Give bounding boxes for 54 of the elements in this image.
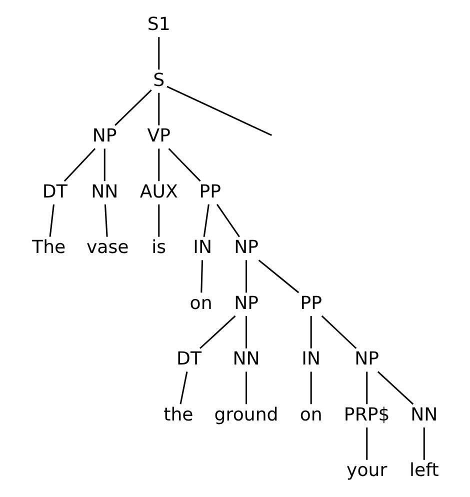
node-text: NP: [234, 237, 259, 258]
connector: [180, 372, 188, 404]
node-text: S1: [147, 14, 170, 36]
connector: [310, 372, 312, 404]
node-text: IN: [193, 237, 212, 258]
connector: [114, 90, 152, 126]
node-text: IN: [302, 348, 321, 370]
connector: [216, 204, 240, 238]
connector: [366, 372, 368, 404]
connector: [158, 148, 160, 182]
connector: [158, 37, 160, 70]
connector: [49, 204, 54, 237]
node-text: NN: [232, 348, 260, 370]
node-text: S: [153, 70, 165, 91]
node-text: DT: [42, 181, 68, 202]
node-text: NN: [410, 404, 438, 426]
connector: [104, 204, 108, 237]
node-text: PRP$: [344, 404, 390, 426]
connector: [64, 148, 96, 182]
connector: [321, 315, 357, 349]
connector: [310, 316, 312, 348]
connector: [246, 316, 248, 348]
connector: [246, 372, 248, 404]
node-text: NP: [234, 292, 259, 314]
node-text: NN: [91, 181, 118, 202]
connector: [168, 148, 201, 182]
connector: [246, 260, 248, 293]
node-text: ground: [214, 404, 278, 426]
connector: [158, 92, 160, 126]
connector: [423, 427, 425, 460]
connector: [166, 86, 272, 136]
node-text: NP: [354, 348, 380, 370]
node-text: PP: [199, 181, 222, 202]
node-text: The: [32, 237, 66, 258]
node-text: NP: [92, 126, 117, 147]
connector: [377, 371, 414, 405]
node-text: your: [346, 460, 388, 482]
node-text: VP: [147, 126, 171, 147]
connector: [366, 427, 368, 460]
connector: [200, 315, 236, 349]
node-text: the: [164, 404, 194, 426]
node-text: is: [152, 237, 166, 258]
node-text: PP: [300, 292, 322, 314]
node-text: DT: [176, 348, 202, 370]
connector: [203, 204, 210, 237]
connector: [258, 260, 300, 294]
connector: [200, 260, 204, 293]
node-text: on: [190, 292, 212, 314]
node-text: AUX: [140, 181, 178, 202]
node-text: vase: [86, 237, 129, 258]
connector: [158, 204, 160, 237]
connector: [104, 148, 106, 182]
node-text: on: [300, 404, 322, 426]
node-text: left: [410, 460, 439, 482]
